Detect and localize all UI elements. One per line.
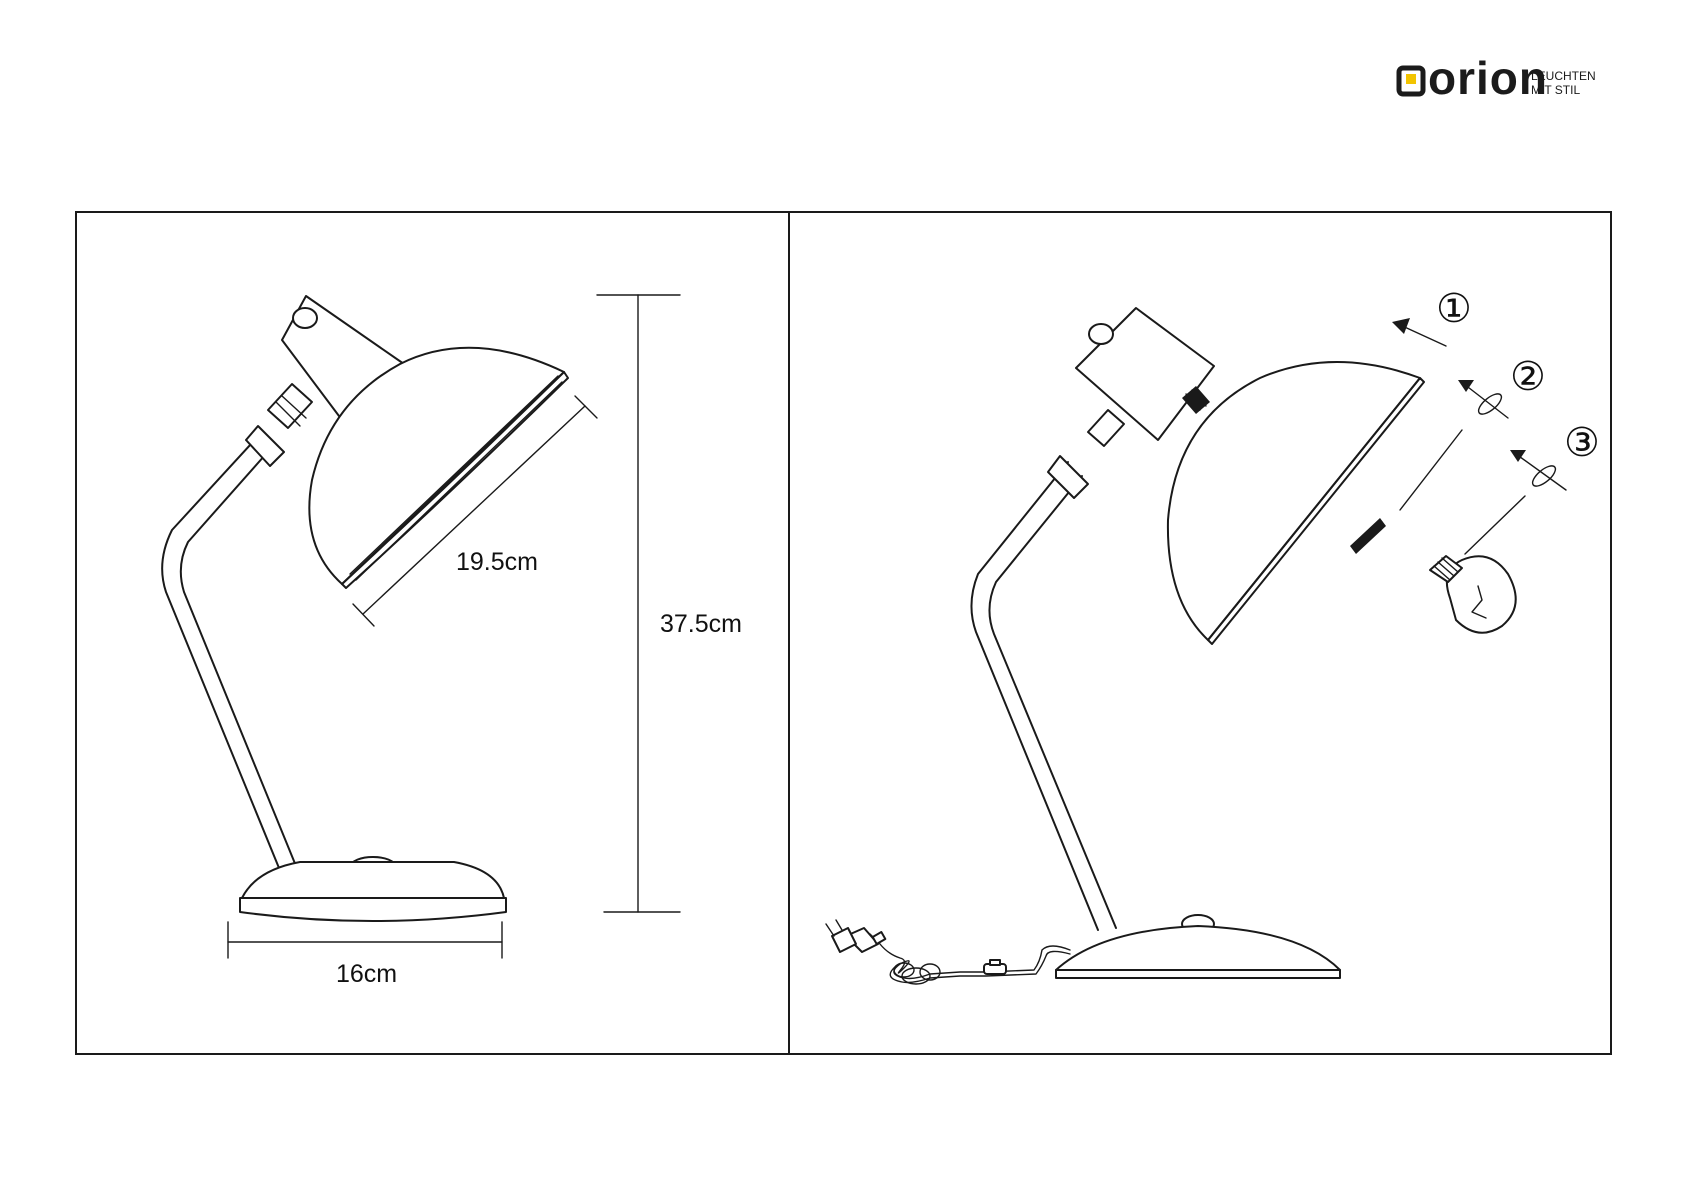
base-diameter-label: 16cm	[336, 960, 397, 988]
step3-rotate-arrow	[1510, 450, 1566, 490]
logo-tagline-1: LEUCHTEN	[1531, 69, 1596, 83]
step-2-label: ②	[1510, 354, 1546, 399]
step-3-label: ③	[1564, 420, 1600, 465]
logo-tagline-2: MIT STIL	[1531, 83, 1580, 97]
shade-diameter-label: 19.5cm	[456, 548, 538, 576]
inline-switch	[984, 960, 1006, 974]
ring-guide-line	[1400, 430, 1462, 510]
power-cable-with-plug	[826, 920, 1070, 984]
base-diameter-dimension	[228, 922, 502, 958]
logo-icon	[1399, 68, 1423, 94]
plug-icon	[826, 920, 885, 952]
assembly-drawing-lamp	[971, 308, 1214, 930]
height-dimension	[597, 295, 680, 912]
step2-rotate-arrow	[1458, 380, 1508, 418]
assembly-lamp-base	[1056, 915, 1340, 978]
step-1-label: ①	[1436, 286, 1472, 331]
height-label: 37.5cm	[660, 610, 742, 638]
shade-ring-part	[1350, 518, 1386, 554]
light-bulb-part	[1430, 556, 1516, 633]
orion-logo: orion LEUCHTEN MIT STIL	[1399, 52, 1596, 104]
dimension-drawing-lamp	[162, 296, 568, 921]
bulb-guide-line	[1465, 496, 1525, 554]
logo-brand: orion	[1428, 52, 1548, 104]
